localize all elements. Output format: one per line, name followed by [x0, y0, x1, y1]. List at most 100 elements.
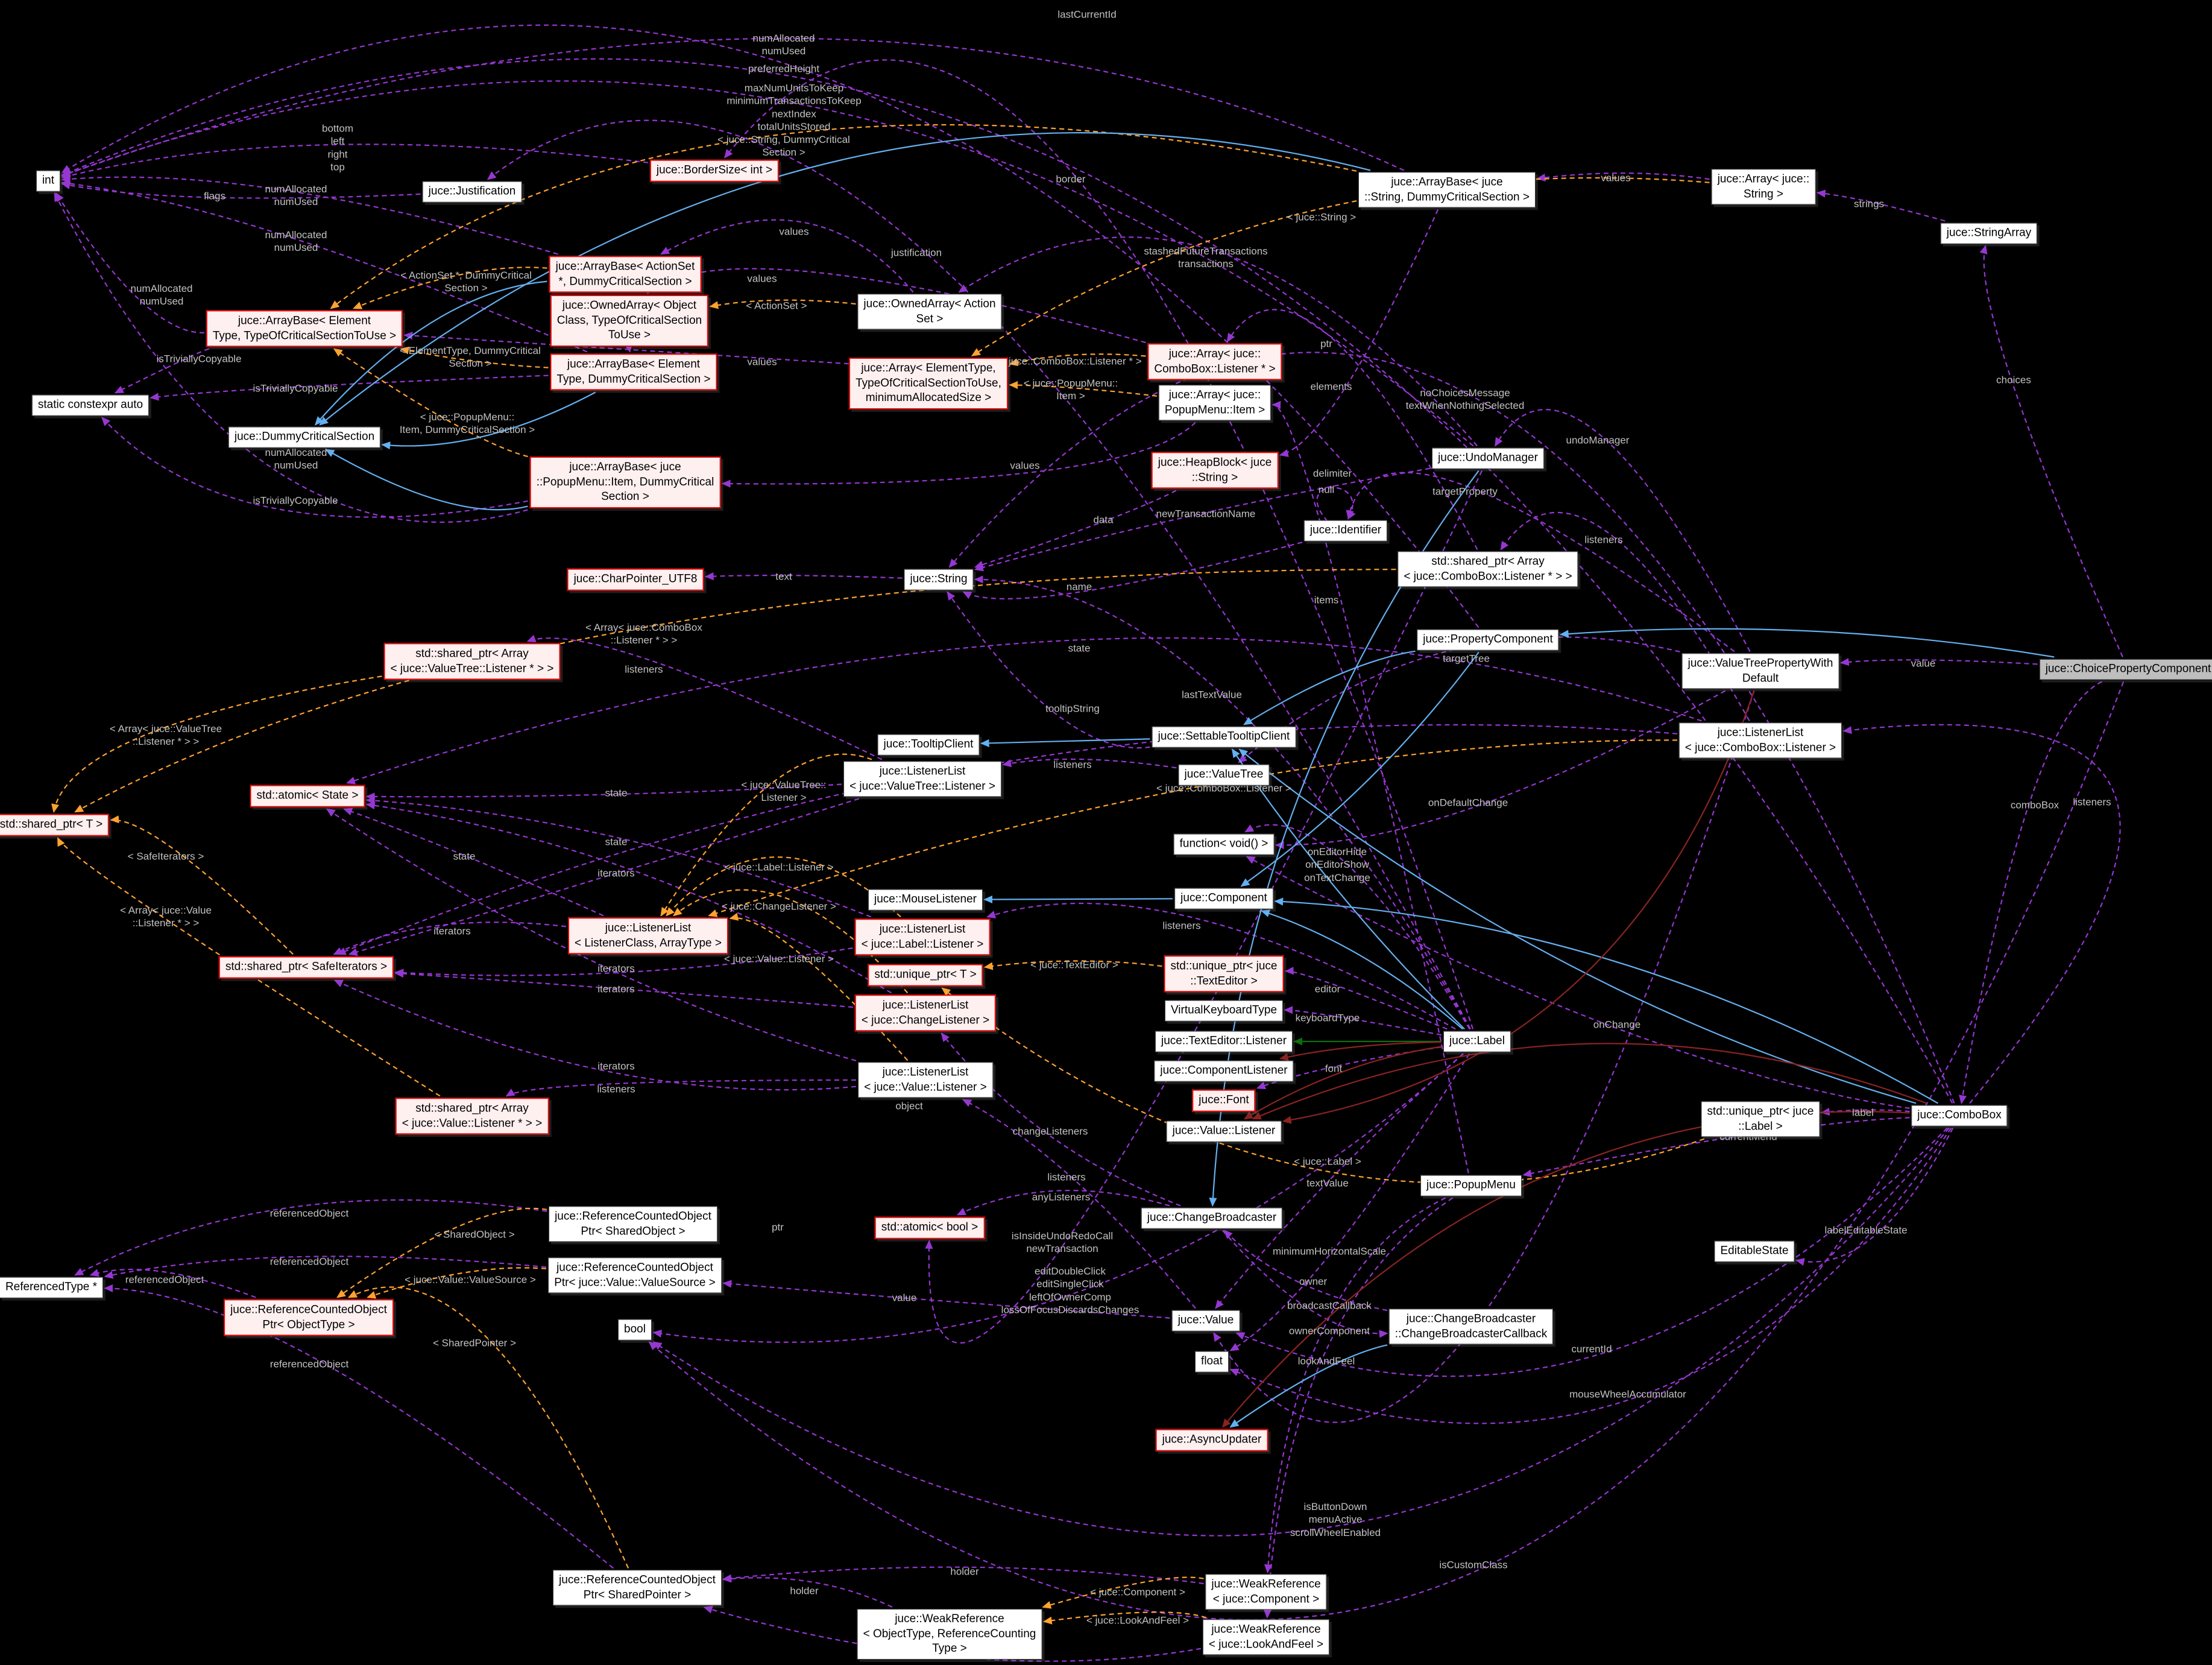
edge-abpmi-int — [54, 192, 528, 523]
node-llcbl[interactable]: juce::ListenerList < juce::ComboBox::Lis… — [1678, 722, 1842, 759]
node-edst[interactable]: EditableState — [1714, 1240, 1795, 1262]
node-spavtl[interactable]: std::shared_ptr< Array < juce::ValueTree… — [383, 643, 561, 680]
edge-acbl-aret — [1009, 353, 1146, 367]
node-undo[interactable]: juce::UndoManager — [1432, 447, 1544, 469]
node-llcl[interactable]: juce::ListenerList < juce::ChangeListene… — [854, 994, 997, 1032]
node-propc[interactable]: juce::PropertyComponent — [1417, 629, 1559, 651]
node-abet[interactable]: juce::ArrayBase< Element Type, TypeOfCri… — [206, 310, 403, 347]
node-sttc[interactable]: juce::SettableTooltipClient — [1152, 726, 1296, 748]
node-acbl[interactable]: juce::Array< juce:: ComboBox::Listener *… — [1147, 343, 1282, 381]
node-ident[interactable]: juce::Identifier — [1303, 520, 1388, 542]
node-fnvoid[interactable]: function< void() > — [1173, 833, 1275, 855]
node-cputf8[interactable]: juce::CharPointer_UTF8 — [567, 568, 704, 591]
node-font[interactable]: juce::Font — [1192, 1089, 1256, 1112]
node-spsi[interactable]: std::shared_ptr< SafeIterators > — [218, 956, 394, 979]
node-border[interactable]: juce::BorderSize< int > — [649, 159, 780, 182]
node-float[interactable]: float — [1195, 1351, 1229, 1373]
edge-abed-abet — [400, 346, 549, 368]
edge-rcoot-reft — [89, 1268, 256, 1298]
node-llll[interactable]: juce::ListenerList < juce::Label::Listen… — [854, 918, 991, 956]
node-int[interactable]: int — [36, 170, 61, 192]
node-strarr[interactable]: juce::StringArray — [1940, 223, 2038, 244]
edge-vtpwd-undo — [1495, 409, 1751, 652]
node-vallis[interactable]: juce::Value::Listener — [1166, 1120, 1282, 1142]
node-combo[interactable]: juce::ComboBox — [1911, 1105, 2008, 1126]
node-oaoc[interactable]: juce::OwnedArray< Object Class, TypeOfCr… — [550, 294, 709, 347]
edge-label-just — [487, 119, 1471, 1030]
node-cb[interactable]: juce::ChangeBroadcaster — [1141, 1207, 1283, 1229]
node-atomb[interactable]: std::atomic< bool > — [874, 1216, 985, 1239]
edge-combo-fnvoid — [1246, 856, 1910, 1109]
node-label[interactable]: juce::Label — [1443, 1031, 1511, 1052]
edge-llcl-spsi — [394, 970, 854, 1008]
edge-popup-wrlaf — [1263, 1197, 1454, 1619]
node-uptte[interactable]: std::unique_ptr< juce ::TextEditor > — [1164, 955, 1284, 993]
edge-rcosp-rcoot — [347, 1286, 629, 1569]
node-wrcomp[interactable]: juce::WeakReference < juce::Component > — [1205, 1574, 1327, 1610]
edge-abet-sca — [114, 348, 209, 394]
edge-undo-oaas — [958, 236, 1478, 447]
edge-llvl-spavl — [505, 1079, 857, 1097]
edge-apmi-aret — [1009, 381, 1158, 397]
node-oaas[interactable]: juce::OwnedArray< Action Set > — [857, 294, 1002, 330]
node-sca[interactable]: static constexpr auto — [31, 394, 150, 416]
node-hbstr[interactable]: juce::HeapBlock< juce ::String > — [1151, 452, 1279, 489]
node-upt[interactable]: std::unique_ptr< T > — [868, 964, 983, 987]
node-tel[interactable]: juce::TextEditor::Listener — [1155, 1031, 1293, 1052]
node-cbcb[interactable]: juce::ChangeBroadcaster ::ChangeBroadcas… — [1388, 1309, 1554, 1345]
node-comp[interactable]: juce::Component — [1174, 888, 1273, 909]
node-wrlaf[interactable]: juce::WeakReference < juce::LookAndFeel … — [1202, 1619, 1330, 1655]
node-complis[interactable]: juce::ComponentListener — [1154, 1060, 1294, 1082]
node-rcosho[interactable]: juce::ReferenceCountedObject Ptr< Shared… — [549, 1206, 717, 1242]
edge-spsi-spt — [110, 815, 294, 955]
edge-combo-comp — [1274, 897, 1938, 1104]
node-apmi[interactable]: juce::Array< juce:: PopupMenu::Item > — [1158, 385, 1271, 421]
node-abed[interactable]: juce::ArrayBase< Element Type, DummyCrit… — [550, 353, 717, 391]
node-bool[interactable]: bool — [618, 1319, 652, 1341]
edge-abed-int — [61, 179, 588, 353]
node-llca[interactable]: juce::ListenerList < ListenerClass, Arra… — [568, 917, 728, 955]
node-spt[interactable]: std::shared_ptr< T > — [0, 814, 110, 836]
edge-combo-edst — [1795, 1127, 1954, 1266]
node-rcoot[interactable]: juce::ReferenceCountedObject Ptr< Object… — [224, 1299, 394, 1336]
node-abpmi[interactable]: juce::ArrayBase< juce ::PopupMenu::Item,… — [529, 456, 721, 509]
node-str[interactable]: juce::String — [904, 569, 974, 590]
node-uplbl[interactable]: std::unique_ptr< juce ::Label > — [1701, 1101, 1820, 1137]
node-spavl[interactable]: std::shared_ptr< Array < juce::Value::Li… — [395, 1098, 549, 1135]
edge-choice-vtpwd — [1839, 658, 2038, 666]
edge-label-str — [974, 575, 1471, 1030]
edge-oaas-oaoc — [709, 299, 856, 309]
node-rcosp[interactable]: juce::ReferenceCountedObject Ptr< Shared… — [553, 1570, 722, 1606]
node-async[interactable]: juce::AsyncUpdater — [1155, 1429, 1268, 1452]
node-spacbl[interactable]: std::shared_ptr< Array < juce::ComboBox:… — [1397, 551, 1578, 587]
node-rcovs[interactable]: juce::ReferenceCountedObject Ptr< juce::… — [548, 1257, 722, 1294]
node-choice[interactable]: juce::ChoicePropertyComponent — [2039, 659, 2212, 680]
node-vkt[interactable]: VirtualKeyboardType — [1164, 1000, 1284, 1022]
node-popup[interactable]: juce::PopupMenu — [1420, 1175, 1522, 1196]
edge-vtpwd-fnvoid — [1275, 690, 1726, 850]
edge-vtpwd-ident — [1346, 472, 1735, 652]
edge-rcosp-reft — [104, 1284, 614, 1569]
edge-abpmi-sca — [101, 417, 528, 518]
edge-llvtl-llca — [660, 753, 872, 917]
node-aret[interactable]: juce::Array< ElementType, TypeOfCritical… — [849, 357, 1008, 410]
node-arrstr[interactable]: juce::Array< juce:: String > — [1711, 169, 1816, 205]
node-ttc[interactable]: juce::TooltipClient — [877, 734, 980, 756]
node-vtpwd[interactable]: juce::ValueTreePropertyWith Default — [1681, 653, 1839, 689]
edge-llll-atomstate — [365, 797, 872, 918]
node-atomstate[interactable]: std::atomic< State > — [250, 785, 365, 807]
edge-label-sttc — [1231, 748, 1465, 1030]
edge-wrot-rcosp — [722, 1575, 893, 1608]
node-abstr[interactable]: juce::ArrayBase< juce ::String, DummyCri… — [1358, 172, 1536, 208]
node-just[interactable]: juce::Justification — [422, 181, 522, 203]
node-llvl[interactable]: juce::ListenerList < juce::Value::Listen… — [858, 1062, 993, 1098]
edge-rcosho-rcoot — [336, 1207, 547, 1298]
node-wrot[interactable]: juce::WeakReference < ObjectType, Refere… — [857, 1608, 1042, 1660]
node-llvtl[interactable]: juce::ListenerList < juce::ValueTree::Li… — [843, 761, 1001, 797]
node-mouse[interactable]: juce::MouseListener — [868, 889, 983, 911]
node-value[interactable]: juce::Value — [1171, 1310, 1240, 1332]
node-vt[interactable]: juce::ValueTree — [1178, 764, 1270, 786]
node-dcs[interactable]: juce::DummyCriticalSection — [228, 426, 381, 448]
node-reft[interactable]: ReferencedType * — [0, 1277, 104, 1298]
node-abas[interactable]: juce::ArrayBase< ActionSet *, DummyCriti… — [549, 256, 702, 293]
